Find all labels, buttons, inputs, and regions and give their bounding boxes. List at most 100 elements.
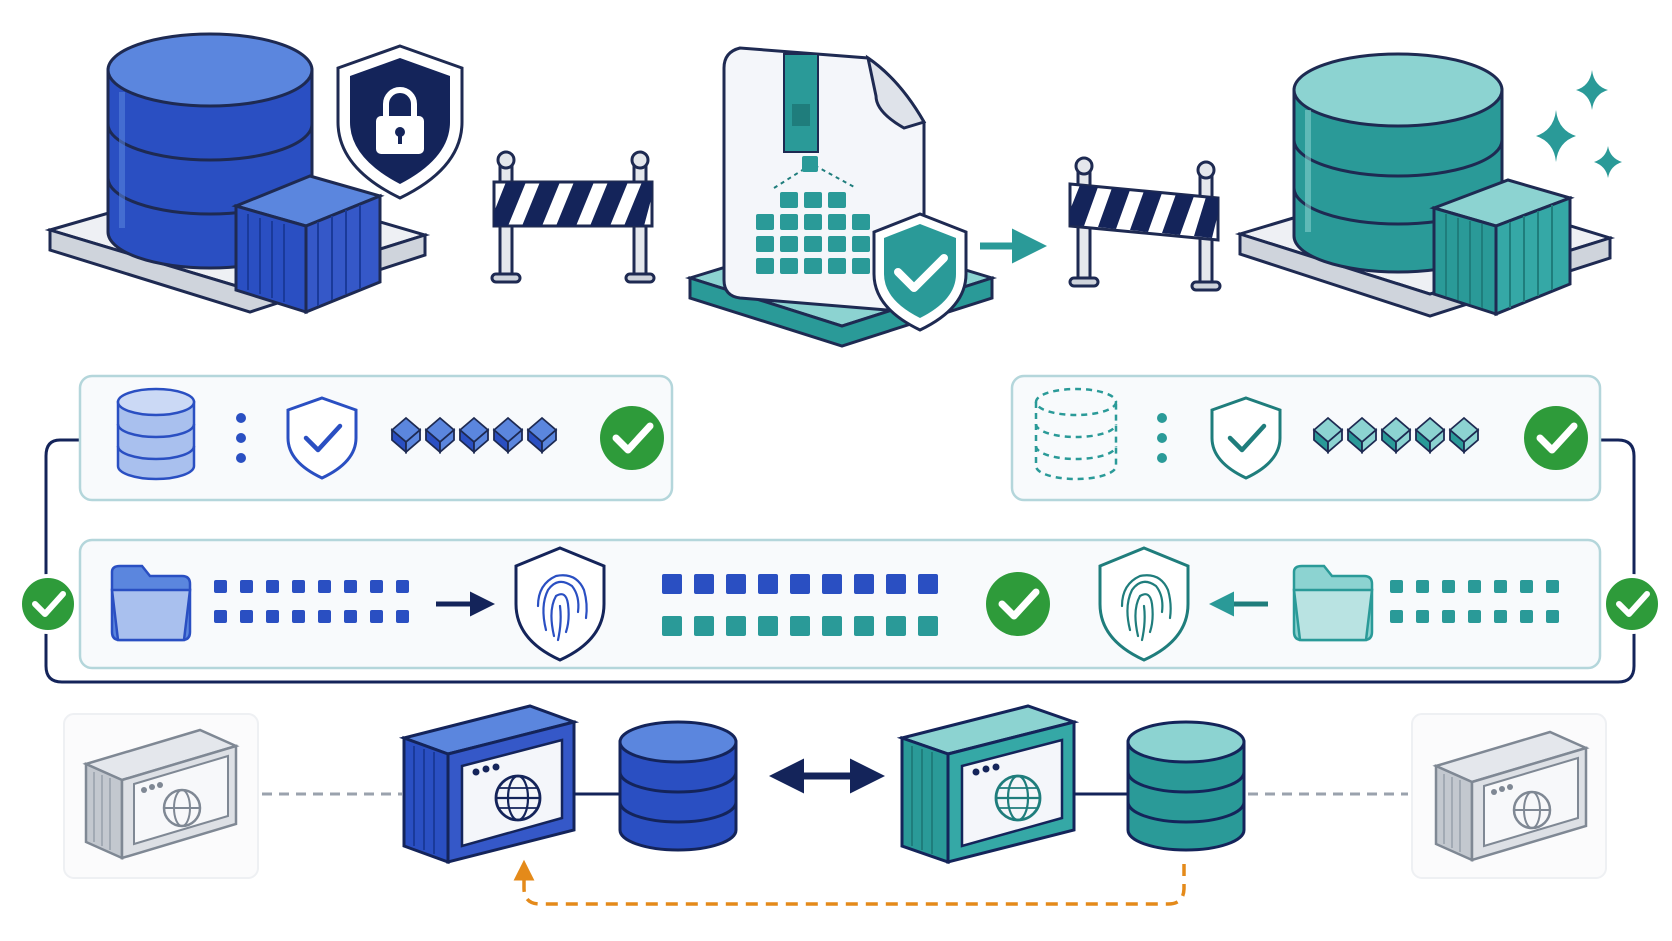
source-data-blocks [214, 580, 409, 623]
check-shield-icon [286, 396, 358, 480]
dashed-return-arrow [513, 859, 1186, 906]
table-cell [780, 236, 798, 252]
data-block [1546, 610, 1559, 623]
data-block [758, 574, 778, 594]
table-cell [852, 258, 870, 274]
data-block [726, 616, 746, 636]
data-block [318, 610, 331, 623]
data-block [1416, 610, 1429, 623]
data-block [822, 574, 842, 594]
data-cube [1448, 416, 1480, 454]
sparkle-icon [1536, 70, 1622, 178]
table-cell [780, 214, 798, 230]
data-block [1390, 610, 1403, 623]
barrier-icon [490, 150, 656, 284]
data-cube [1380, 416, 1412, 454]
table-cell [804, 258, 822, 274]
table-grid-cells [756, 192, 870, 274]
data-block [214, 580, 227, 593]
table-cell [804, 236, 822, 252]
inactive-server-tile [63, 713, 259, 879]
table-cell [852, 214, 870, 230]
folder-icon [110, 564, 192, 642]
database-icon [1126, 720, 1246, 852]
table-cell [756, 214, 774, 230]
data-block [694, 616, 714, 636]
database-icon [116, 387, 196, 481]
table-cell [756, 258, 774, 274]
table-cell [780, 258, 798, 274]
data-cubes [390, 416, 558, 454]
data-cube [492, 416, 524, 454]
data-cube [1414, 416, 1446, 454]
check-badge-icon [600, 406, 664, 470]
server-globe-icon [896, 704, 1080, 865]
data-block [266, 610, 279, 623]
check-badge-icon [986, 572, 1050, 636]
data-block [726, 574, 746, 594]
fingerprint-shield-icon [514, 546, 606, 662]
data-block [694, 574, 714, 594]
data-block [214, 610, 227, 623]
table-cell [852, 236, 870, 252]
data-block [822, 616, 842, 636]
comparison-data-blocks [662, 574, 938, 636]
data-block [662, 616, 682, 636]
table-cell [828, 214, 846, 230]
data-block [1494, 610, 1507, 623]
data-block [370, 610, 383, 623]
data-block [758, 616, 778, 636]
data-block [1468, 580, 1481, 593]
inactive-server-tile [1411, 713, 1607, 879]
shipping-container-icon [231, 174, 385, 315]
server-globe-icon [1432, 730, 1590, 862]
server-globe-icon [82, 728, 240, 860]
check-badge-icon [18, 574, 78, 634]
data-block [396, 610, 409, 623]
data-block [662, 574, 682, 594]
source-validation-panel [78, 374, 674, 502]
table-cell [780, 192, 798, 208]
barrier-icon [1068, 156, 1222, 292]
database-icon [1034, 387, 1118, 481]
data-block [1546, 580, 1559, 593]
data-block [396, 580, 409, 593]
table-cell [804, 214, 822, 230]
check-badge-icon [1524, 406, 1588, 470]
database-icon [618, 720, 738, 852]
shipping-container-icon [1429, 178, 1575, 317]
data-cube [1346, 416, 1378, 454]
data-block [1468, 610, 1481, 623]
loop-connector [44, 438, 1636, 684]
data-block [1442, 610, 1455, 623]
data-block [240, 580, 253, 593]
server-globe-icon [398, 704, 580, 865]
table-cell [804, 192, 822, 208]
data-block [344, 610, 357, 623]
data-block [1494, 580, 1507, 593]
data-block [1442, 580, 1455, 593]
data-block [370, 580, 383, 593]
vertical-dots [1157, 413, 1167, 463]
data-cube [526, 416, 558, 454]
data-block [292, 580, 305, 593]
data-block [918, 616, 938, 636]
data-block [1390, 580, 1403, 593]
data-cubes [1312, 416, 1480, 454]
data-block [1416, 580, 1429, 593]
folder-icon [1292, 564, 1374, 642]
data-cube [424, 416, 456, 454]
table-cell [756, 236, 774, 252]
data-block [886, 616, 906, 636]
data-block [854, 616, 874, 636]
data-block [266, 580, 279, 593]
data-block [854, 574, 874, 594]
data-block [240, 610, 253, 623]
data-block [1520, 610, 1533, 623]
data-block [918, 574, 938, 594]
fingerprint-shield-icon [1098, 546, 1190, 662]
table-cell [828, 236, 846, 252]
comparison-panel [78, 538, 1602, 670]
check-badge-icon [1602, 574, 1662, 634]
table-cell [828, 258, 846, 274]
